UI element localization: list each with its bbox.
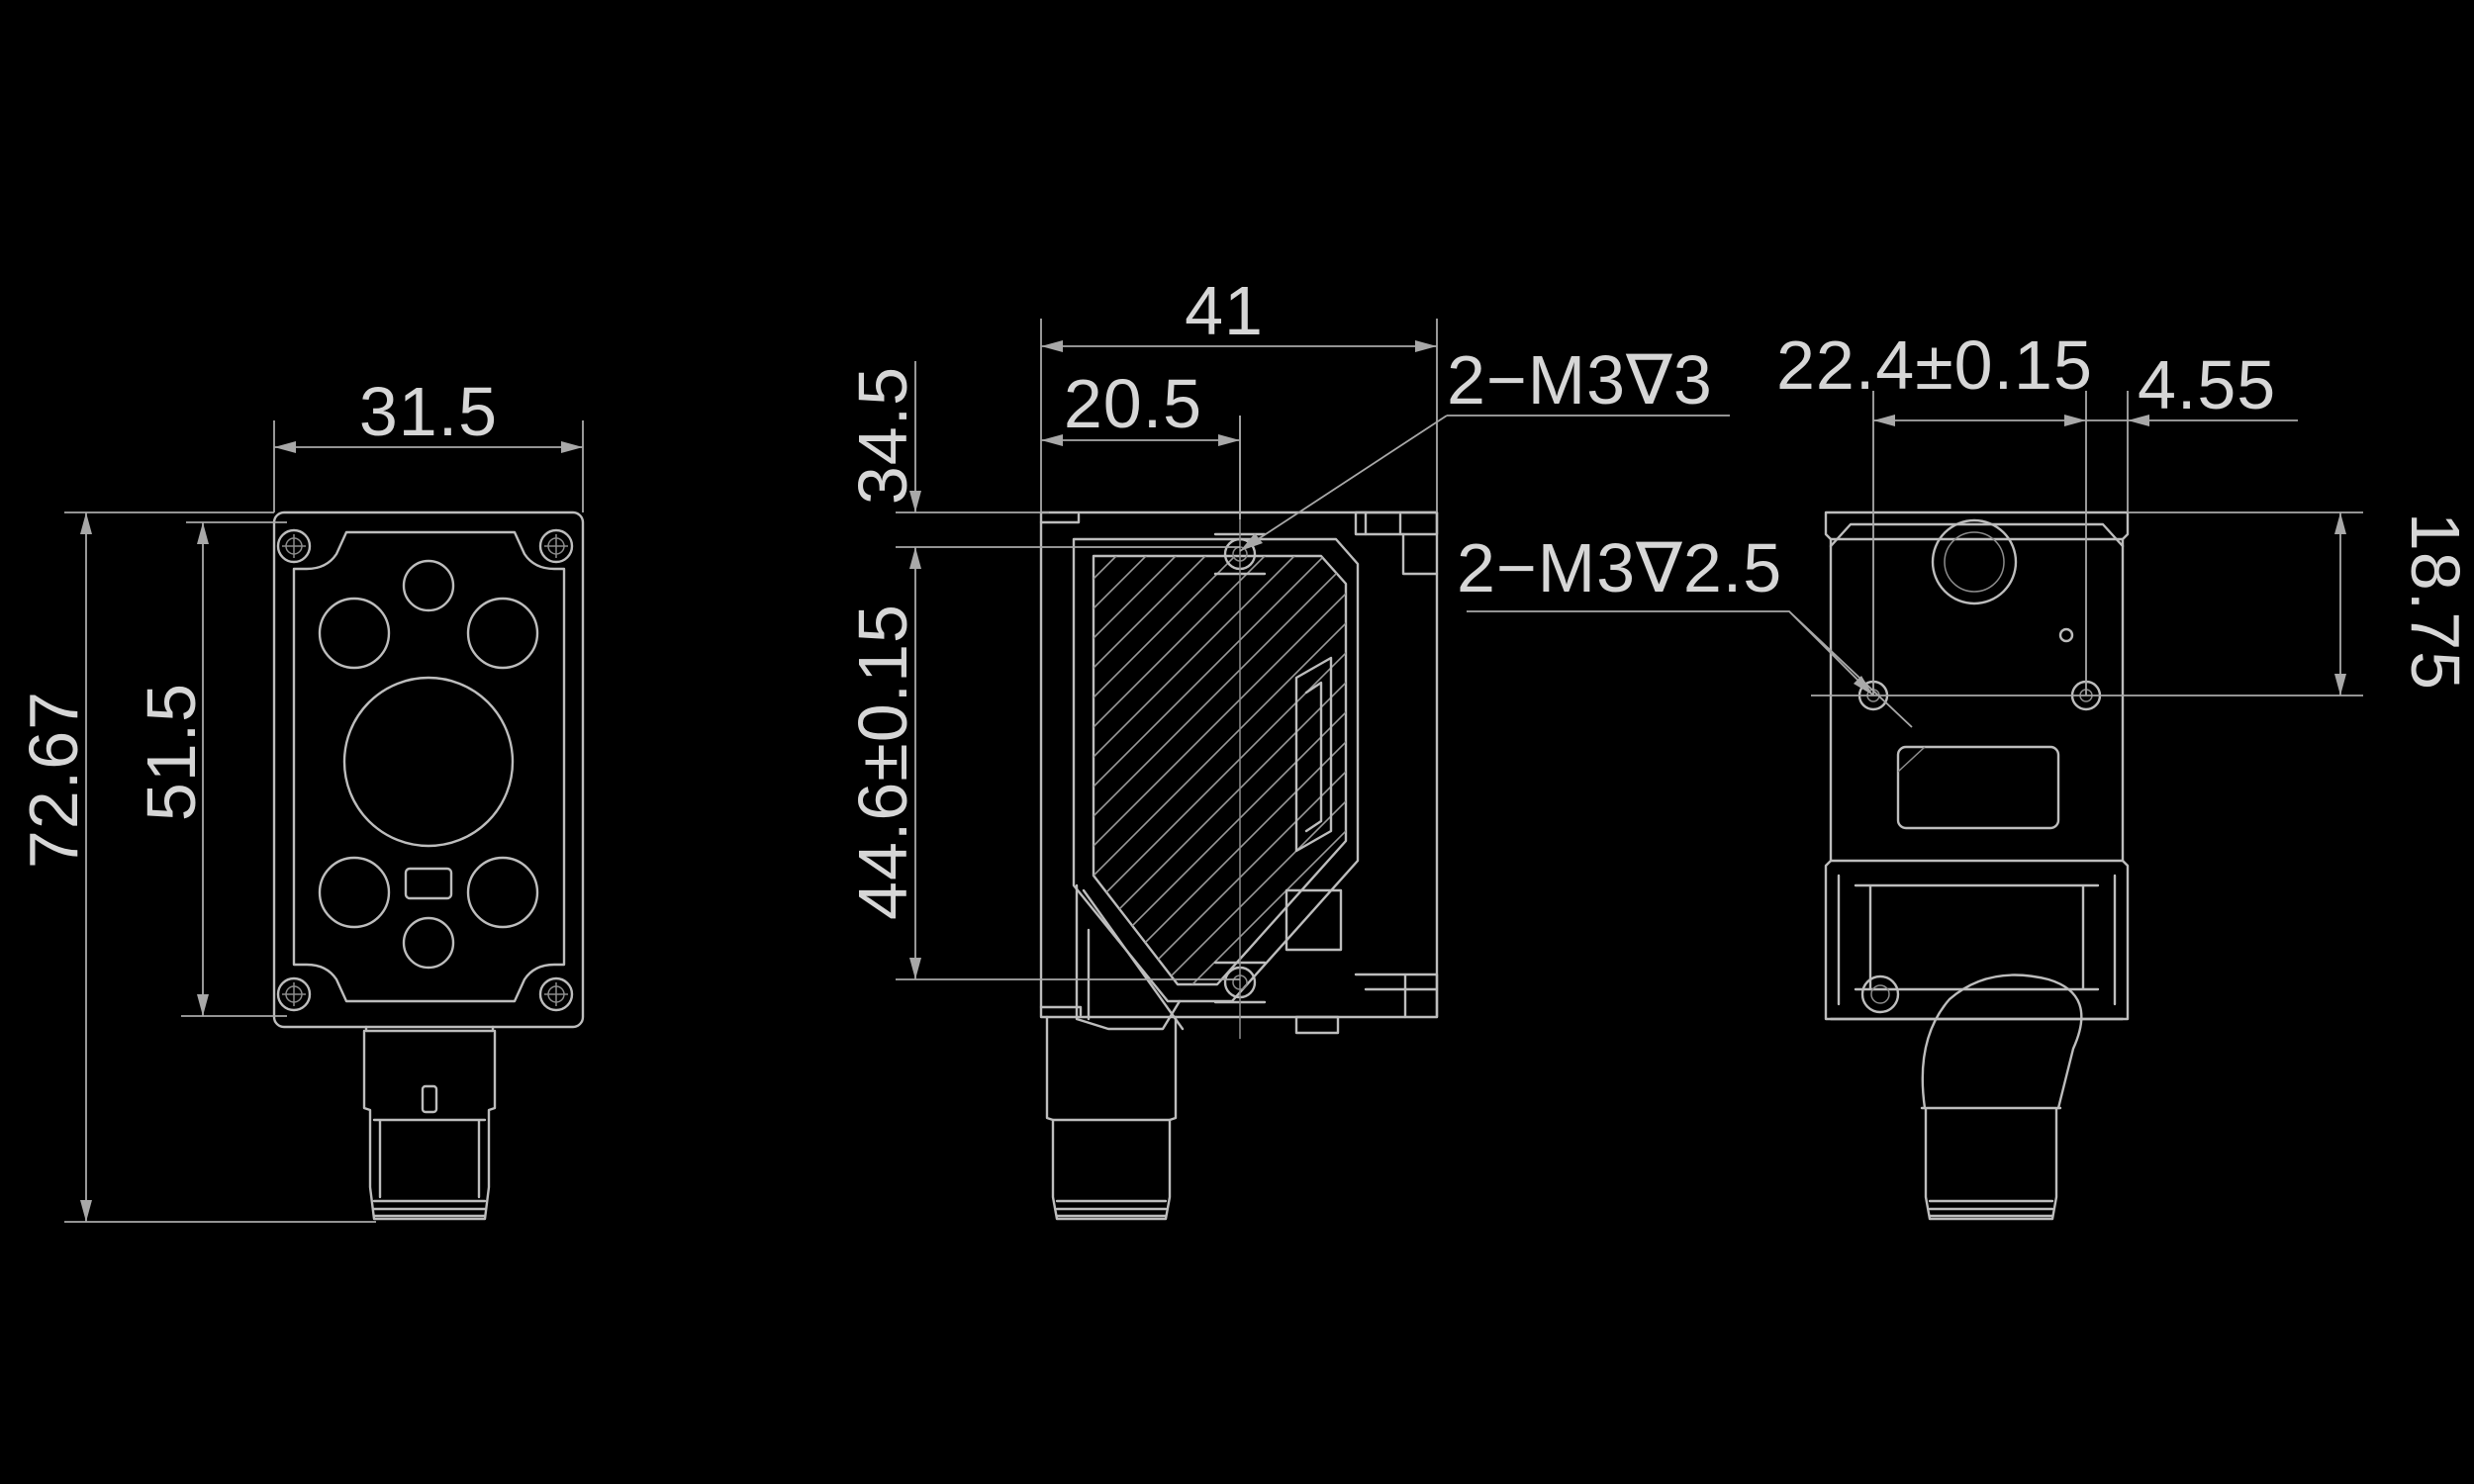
hatched-section bbox=[1094, 556, 1346, 984]
side-top-offset-label: 34.5 bbox=[844, 366, 921, 505]
back-view bbox=[1824, 510, 2130, 1221]
side-thread-label: 2−M3∇3 bbox=[1447, 341, 1713, 418]
corner-screw-icon bbox=[276, 528, 312, 564]
front-width-label: 31.5 bbox=[359, 373, 498, 450]
led-icon bbox=[466, 856, 539, 929]
dimension-lines bbox=[64, 319, 2363, 1223]
back-hole-spacing-label: 22.4±0.15 bbox=[1776, 326, 2093, 404]
corner-screw-icon bbox=[276, 976, 312, 1012]
led-icon bbox=[318, 856, 391, 929]
back-thread-label: 2−M3∇2.5 bbox=[1457, 529, 1782, 606]
led-icon bbox=[402, 559, 455, 612]
front-hole-spacing-label: 51.5 bbox=[133, 683, 210, 821]
lens-icon bbox=[1931, 518, 2018, 605]
led-icon bbox=[402, 916, 455, 970]
cable-elbow bbox=[1921, 974, 2083, 1110]
side-view bbox=[1039, 416, 1439, 1221]
cable-connector bbox=[362, 1025, 497, 1221]
back-hole-height-label: 18.75 bbox=[2397, 512, 2474, 691]
back-edge-offset-label: 4.55 bbox=[2138, 346, 2276, 423]
front-view bbox=[272, 510, 585, 1221]
indicator-icon bbox=[2058, 627, 2074, 643]
side-hole-spacing-label: 44.6±0.15 bbox=[844, 603, 921, 920]
side-half-width-label: 20.5 bbox=[1064, 365, 1202, 442]
side-width-label: 41 bbox=[1185, 272, 1264, 349]
led-icon bbox=[318, 597, 391, 670]
indicator-window bbox=[404, 867, 453, 900]
corner-screw-icon bbox=[538, 528, 574, 564]
led-icon bbox=[466, 597, 539, 670]
corner-screw-icon bbox=[538, 976, 574, 1012]
label-window bbox=[1896, 745, 2060, 830]
screw-icon bbox=[1860, 974, 1900, 1014]
cable-connector bbox=[1920, 1106, 2062, 1221]
lens-icon bbox=[342, 676, 515, 848]
front-total-height-label: 72.67 bbox=[15, 691, 92, 869]
cable-connector bbox=[1045, 1015, 1178, 1221]
dimension-labels: 31.5 72.67 51.5 41 20.5 34.5 44.6±0.15 2… bbox=[15, 272, 2474, 920]
